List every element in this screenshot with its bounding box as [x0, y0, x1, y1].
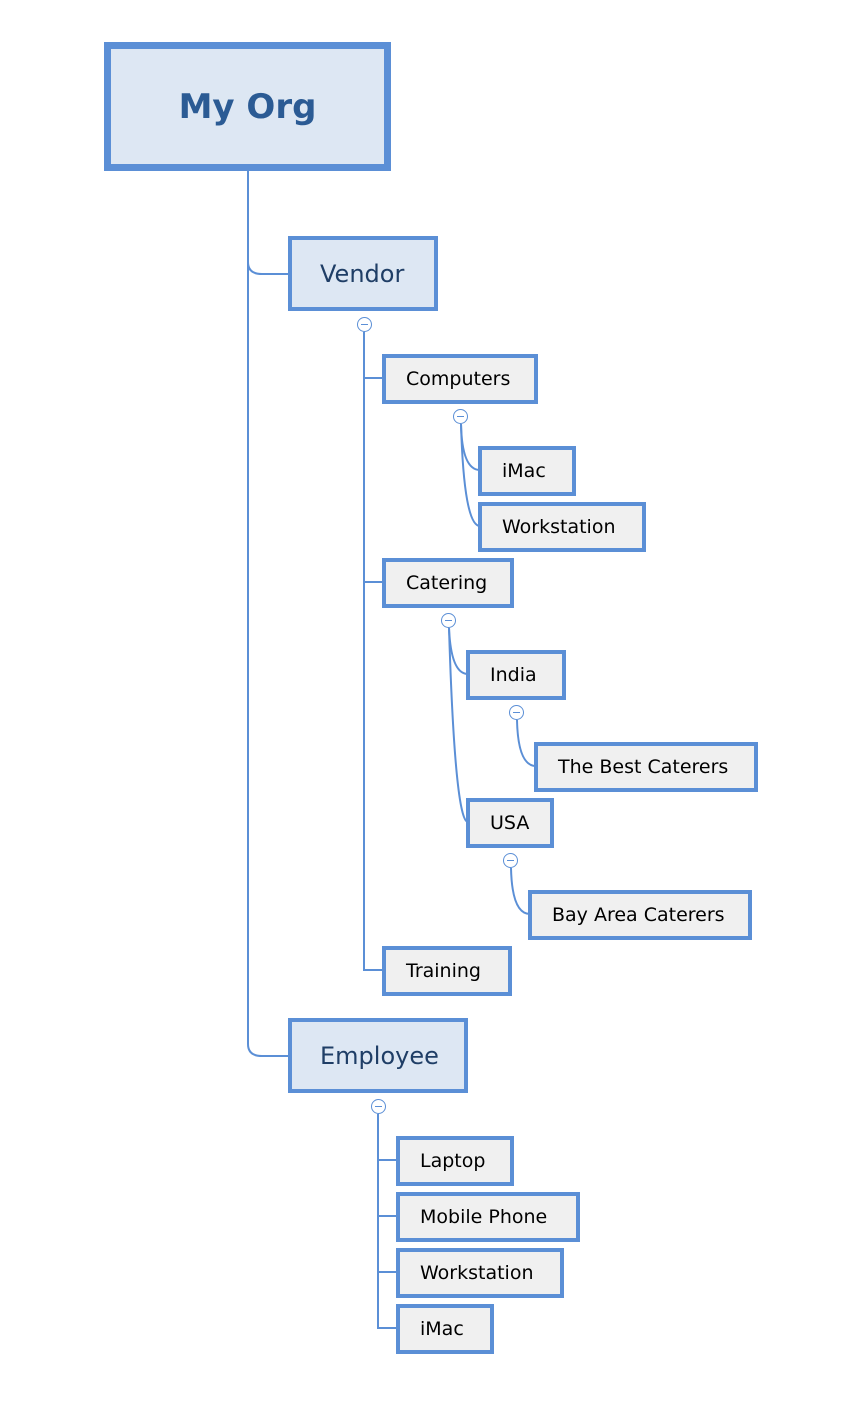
computers-node[interactable]: Computers [382, 354, 538, 404]
computers-child-workstation[interactable]: Workstation [478, 502, 646, 552]
india-child-the-best-caterers[interactable]: The Best Caterers [534, 742, 758, 792]
training-node[interactable]: Training [382, 946, 512, 996]
usa-child-bay-area-caterers[interactable]: Bay Area Caterers [528, 890, 752, 940]
root-node[interactable]: My Org [104, 42, 391, 171]
computers-collapse-toggle[interactable] [453, 409, 468, 424]
employee-child-imac[interactable]: iMac [396, 1304, 494, 1354]
usa-label: USA [490, 812, 530, 834]
usa-child-label: Bay Area Caterers [552, 904, 725, 926]
computers-child-label: Workstation [502, 516, 616, 538]
training-label: Training [406, 960, 481, 982]
employee-child-label: Workstation [420, 1262, 534, 1284]
employee-collapse-toggle[interactable] [371, 1099, 386, 1114]
catering-collapse-toggle[interactable] [441, 613, 456, 628]
computers-child-label: iMac [502, 460, 546, 482]
india-label: India [490, 664, 537, 686]
computers-label: Computers [406, 368, 511, 390]
employee-child-label: Mobile Phone [420, 1206, 548, 1228]
employee-child-label: Laptop [420, 1150, 486, 1172]
computers-child-imac[interactable]: iMac [478, 446, 576, 496]
india-collapse-toggle[interactable] [509, 705, 524, 720]
usa-node[interactable]: USA [466, 798, 554, 848]
employee-child-laptop[interactable]: Laptop [396, 1136, 514, 1186]
usa-collapse-toggle[interactable] [503, 853, 518, 868]
india-child-label: The Best Caterers [558, 756, 729, 778]
india-node[interactable]: India [466, 650, 566, 700]
employee-node[interactable]: Employee [288, 1018, 468, 1093]
catering-label: Catering [406, 572, 488, 594]
employee-child-mobile-phone[interactable]: Mobile Phone [396, 1192, 580, 1242]
employee-label: Employee [320, 1041, 439, 1070]
vendor-label: Vendor [320, 259, 405, 288]
vendor-collapse-toggle[interactable] [357, 317, 372, 332]
employee-child-label: iMac [420, 1318, 464, 1340]
vendor-node[interactable]: Vendor [288, 236, 438, 311]
catering-node[interactable]: Catering [382, 558, 514, 608]
employee-child-workstation[interactable]: Workstation [396, 1248, 564, 1298]
root-label: My Org [178, 86, 317, 127]
